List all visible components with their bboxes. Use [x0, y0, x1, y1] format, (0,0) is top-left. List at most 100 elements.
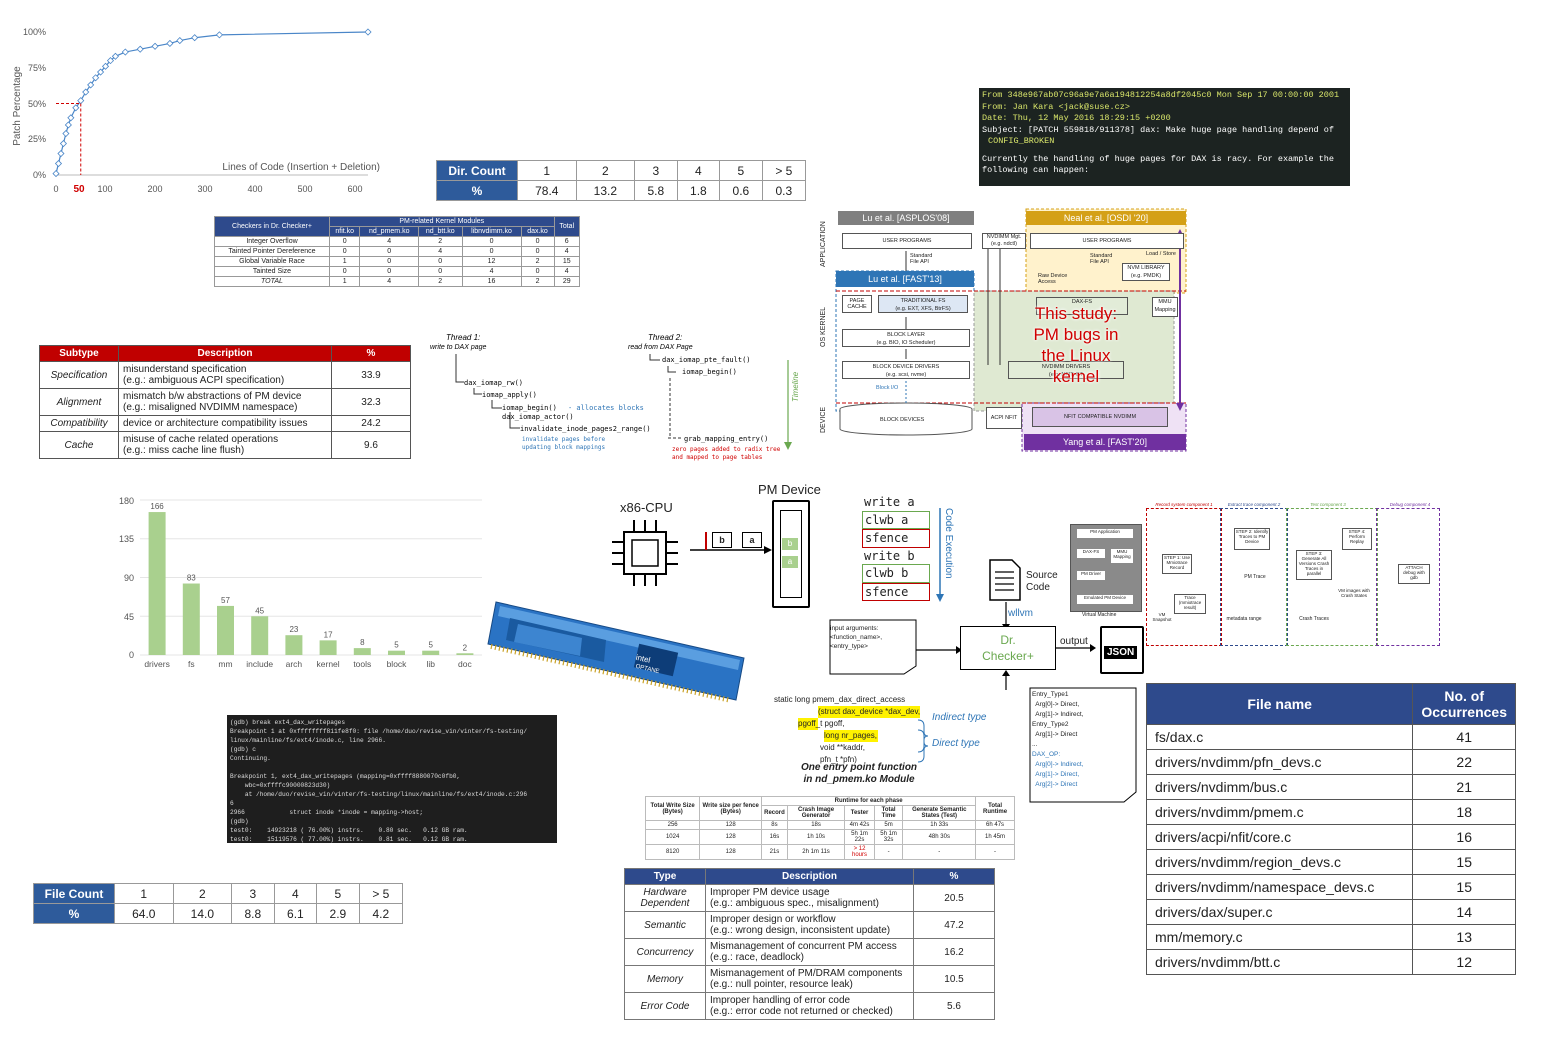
output-label: output	[1060, 636, 1088, 647]
type-name: Concurrency	[624, 938, 706, 966]
rt-h: Crash Image Generator	[786, 805, 846, 821]
bar-category-label: include	[246, 659, 273, 669]
bar-category-label: doc	[458, 659, 472, 669]
type-h: Type	[624, 868, 706, 885]
step2-box: STEP 2: Identify Traces to PM Device	[1234, 528, 1270, 550]
terminal-line: Breakpoint 1, ext4_dax_writepages (mappi…	[230, 773, 461, 780]
dimm-pin	[646, 678, 649, 685]
box-acpi-nfit: ACPI NFIT	[986, 407, 1022, 429]
cdf-point	[166, 39, 174, 48]
rt-title: Runtime for each phase	[761, 796, 977, 806]
email-line: CONFIG_BROKEN	[988, 136, 1055, 146]
dimm-pin	[562, 660, 565, 666]
dimm-pin	[622, 673, 625, 679]
step3-box: STEP 3: Generate All Versions Crash Trac…	[1296, 550, 1332, 580]
terminal-line: Breakpoint 1 at 0xffffffff811fe8f0: file…	[230, 728, 528, 735]
code-line: iomap_apply()	[482, 391, 537, 399]
dimm-pin	[598, 668, 601, 674]
block-io-label: Block I/O	[876, 385, 899, 391]
rt-h: Total Runtime	[975, 796, 1015, 821]
km-cell: 4	[553, 266, 580, 277]
step1-box: STEP 1: Use Mmiotrace Record	[1162, 554, 1192, 574]
dimm-pin	[514, 649, 517, 655]
bar	[217, 605, 234, 655]
type-desc: Improper design or workflow(e.g.: wrong …	[705, 911, 914, 939]
pm-cell-b: b	[782, 538, 798, 550]
trad-fs-label: TRADITIONAL FS	[900, 298, 946, 304]
study-line-1: This study:	[1034, 304, 1118, 323]
fn-h1: File name	[1145, 683, 1414, 725]
entry-line: DAX_OP:	[1032, 751, 1061, 758]
runtime-cell: 5m	[873, 820, 904, 830]
file-count-col: 2	[172, 883, 233, 904]
km-group: PM-related Kernel Modules	[329, 216, 555, 227]
code-line: iomap_begin()	[682, 368, 737, 376]
file-count-header: File Count	[33, 883, 115, 904]
runtime-cell: 1h 33s	[902, 820, 977, 830]
dir-count-val: 0.6	[719, 180, 763, 201]
snippet-caption: One entry point function in nd_pmem.ko M…	[794, 762, 924, 786]
type-desc: Mismanagement of concurrent PM access(e.…	[705, 938, 914, 966]
email-line: From 348e967ab07c96a9e7a6a194812254a8df2…	[982, 90, 1340, 100]
dimm-pin	[666, 683, 669, 689]
seq-write-b: write b	[864, 548, 915, 563]
block-drivers-label: BLOCK DEVICE DRIVERS	[872, 364, 940, 370]
ndctl-label: (e.g. ndctl)	[991, 241, 1017, 247]
terminal-line: test0: 15119576 ( 77.00%) instrs. 0.81 s…	[230, 836, 468, 843]
subtype-desc-line: misuse of cache related operations	[123, 434, 279, 445]
label-neal: Neal et al. [OSDI '20]	[1026, 211, 1186, 225]
km-col0: Checkers in Dr. Checker+	[214, 216, 330, 237]
cdf-ytick-100: 100%	[23, 27, 46, 37]
layer-application: APPLICATION	[820, 221, 827, 267]
entry-line: Entry_Type2	[1032, 721, 1069, 728]
rt-h: Tester	[844, 805, 875, 821]
runtime-cell: 18s	[786, 820, 846, 830]
bar-ytick: 45	[124, 612, 134, 622]
km-cell: 0	[328, 266, 361, 277]
optane-product: OPTANE	[635, 664, 660, 675]
bar	[319, 640, 337, 655]
study-line-2: PM bugs in	[1033, 325, 1119, 344]
dimm-pin	[638, 677, 641, 683]
dimm-pin	[702, 691, 705, 697]
input-line: <function_name>,	[830, 634, 883, 641]
wllvm-label: wllvm	[1008, 608, 1033, 619]
snippet-line: static long pmem_dax_direct_access	[774, 695, 906, 704]
cdf-point	[57, 149, 65, 158]
cdf-point	[215, 31, 223, 39]
box-nvm-library: NVM LIBRARY(e.g. PMDK)	[1122, 263, 1170, 281]
loadstore-label: Load / Store	[1146, 251, 1176, 257]
cdf-xtick-300: 300	[197, 184, 212, 194]
vm-crash: VM images with Crash States	[1338, 588, 1370, 598]
seq-sfence: sfence	[862, 582, 930, 601]
subtype-h: Subtype	[39, 345, 119, 362]
type-desc-line: Improper handling of error code	[710, 995, 851, 1006]
bar-value-label: 2	[463, 643, 468, 652]
dimm-pin	[502, 646, 505, 652]
subtype-pct: 24.2	[331, 415, 411, 432]
file-count-col: 4	[273, 883, 318, 904]
code-exec-label: Code Execution	[943, 508, 954, 579]
km-cell: 0	[418, 256, 463, 267]
type-pct: 10.5	[913, 965, 995, 993]
km-mod: dax.ko	[520, 226, 555, 237]
code-sequence: write a clwb a sfence write b clwb b sfe…	[862, 494, 930, 601]
dimm-pin	[718, 695, 721, 701]
type-pct: 47.2	[913, 911, 995, 939]
pipeline-diagram: PM Application DAX-FS MMU Mapping PM Dri…	[1068, 502, 1440, 646]
subtype-desc: misuse of cache related operations(e.g.:…	[118, 431, 332, 459]
dimm-pin	[534, 653, 537, 660]
km-cell: 12	[461, 256, 522, 267]
cdf-xtick-100: 100	[97, 184, 112, 194]
entry-line: Arg[0]-> Indirect,	[1032, 761, 1084, 768]
raw-access-label: Raw Device Access	[1038, 273, 1068, 285]
bar-category-label: arch	[286, 659, 303, 669]
file-count-label: %	[33, 903, 115, 924]
fn-h2: No. of Occurrences	[1412, 683, 1516, 725]
email-line: Subject: [PATCH 559818/911378] dax: Make…	[982, 124, 1334, 135]
